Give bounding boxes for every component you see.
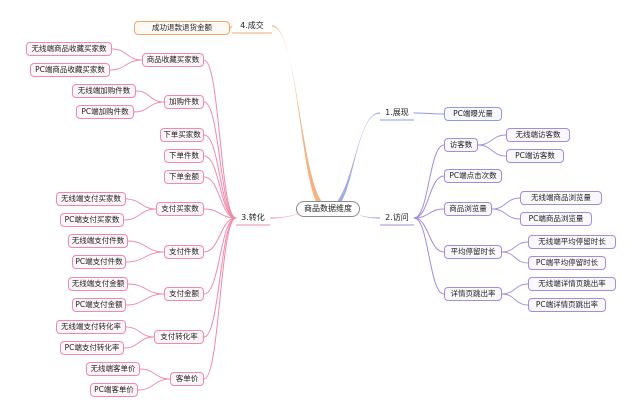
mindmap-node-b2-2[interactable]: 商品浏览量 [444,202,492,216]
link-b3_8_1 [123,336,155,349]
mindmap-node-b3-6[interactable]: 支付件数 [164,245,204,259]
mindmap-node-b3-1-1[interactable]: PC端加购件数 [76,105,134,119]
link-b3_9_0 [139,368,171,380]
link-b4_0 [229,25,233,29]
link-b3_5_1 [123,208,157,221]
link-b3_3 [203,155,237,219]
link-b2_1 [413,175,445,219]
mindmap-node-b3-8-0[interactable]: 无线端支付转化率 [56,320,126,334]
link-b2_4_1 [501,293,529,306]
link-b3_9_1 [137,378,171,391]
link-b3_7_1 [125,293,165,306]
link-b1_0 [413,112,445,115]
link-b3_7_0 [127,283,165,295]
mindmap-node-b4[interactable]: 4.成交 [240,21,264,30]
mindmap-node-b3-5-1[interactable]: PC端支付买家数 [60,213,124,227]
link-b3_0 [203,59,237,219]
link-b2_4_0 [501,283,529,295]
link-b3_0_0 [111,48,143,61]
link-b3_6_1 [125,251,165,263]
mindmap-node-b2-4-0[interactable]: 无线端详情页跳出率 [528,277,616,291]
mindmap-node-b2-2-0[interactable]: 无线端商品浏览量 [520,191,602,205]
link-b3_6 [203,217,237,253]
mindmap-node-b2-4-1[interactable]: PC端详情页跳出率 [528,298,606,312]
link-b3_7 [203,217,237,295]
link-b3_4 [203,176,237,219]
mindmap-node-b3-9-0[interactable]: 无线端客单价 [86,362,140,376]
link-b3_1_1 [133,101,165,113]
mindmap-node-b3-8-1[interactable]: PC端支付转化率 [60,341,124,355]
mindmap-node-b3-3[interactable]: 下单件数 [164,149,204,163]
mindmap-node-b3-9-1[interactable]: PC端客单价 [90,383,138,397]
branch-link-b2 [324,209,380,219]
link-b2_3 [413,217,445,253]
link-b2_2_1 [491,208,521,220]
mindmap-node-b3-9[interactable]: 客单价 [170,372,204,386]
mindmap-node-b2-0-1[interactable]: PC端访客数 [506,149,564,163]
link-b2_2_0 [491,197,521,210]
mindmap-node-b2-3[interactable]: 平均停留时长 [444,245,502,259]
mindmap-node-b3-4[interactable]: 下单金额 [164,170,204,184]
mindmap-node-b3-5[interactable]: 支付买家数 [156,202,204,216]
link-b3_1_0 [135,90,165,103]
mindmap-node-b2-0-0[interactable]: 无线端访客数 [506,128,570,142]
mindmap-node-b3-5-0[interactable]: 无线端支付买家数 [56,192,126,206]
link-b2_0_0 [477,134,507,146]
mindmap-node-b3-6-1[interactable]: PC端支付件数 [72,255,126,269]
link-b3_6_0 [127,240,165,253]
link-b3_0_1 [109,59,143,71]
link-b2_3_0 [501,241,529,253]
link-b3_5 [203,208,237,219]
mindmap-node-b3[interactable]: 3.转化 [241,213,265,222]
mindmap-node-b2-3-0[interactable]: 无线端平均停留时长 [528,235,616,249]
branch-link-b3 [270,209,332,219]
mindmap-node-b3-0[interactable]: 商品收藏买家数 [142,53,204,67]
mindmap-node-b2-2-1[interactable]: PC端商品浏览量 [520,212,592,226]
mindmap-node-b3-7-0[interactable]: 无线端支付金额 [68,277,128,291]
link-b2_0 [413,144,445,219]
mindmap-node-b3-8[interactable]: 支付转化率 [154,330,204,344]
link-b2_0_1 [477,144,507,157]
mindmap-node-b2-3-1[interactable]: PC端平均停留时长 [528,256,606,270]
link-b2_3_1 [501,251,529,264]
mindmap-node-b3-1-0[interactable]: 无线端加购件数 [72,84,136,98]
mindmap-node-b2-0[interactable]: 访客数 [444,138,478,152]
mindmap-node-b3-7[interactable]: 支付金额 [164,287,204,301]
mindmap-node-b2-1[interactable]: PC端点击次数 [444,169,502,183]
mindmap-node-b3-7-1[interactable]: PC端支付金额 [72,298,126,312]
mindmap-node-b2[interactable]: 2.访问 [385,213,409,222]
mindmap-node-b3-0-1[interactable]: PC端商品收藏买家数 [30,63,110,77]
link-b3_5_0 [125,198,157,210]
mindmap-node-b2-4[interactable]: 详情页跳出率 [444,287,502,301]
branch-link-b4 [272,25,332,210]
mindmap-node-b3-0-0[interactable]: 无线端商品收藏买家数 [26,42,112,56]
mindmap-node-b4-0[interactable]: 成功退款退货金额 [134,21,230,35]
link-b3_9 [203,217,237,380]
link-b3_8_0 [125,326,155,338]
mindmap-node-b3-2[interactable]: 下单买家数 [160,128,204,142]
link-b3_1 [203,101,237,219]
mindmap-node-root[interactable]: 商品数据维度 [296,201,360,217]
branch-link-b1 [324,112,380,209]
link-b2_2 [413,208,445,219]
mindmap-node-b3-1[interactable]: 加购件数 [164,95,204,109]
mindmap-node-b3-6-0[interactable]: 无线端支付件数 [68,234,128,248]
mindmap-node-b1[interactable]: 1.展现 [385,108,409,117]
mindmap-node-b1-0[interactable]: PC端曝光量 [444,107,502,121]
link-b2_4 [413,217,445,295]
link-b3_2 [203,134,237,219]
